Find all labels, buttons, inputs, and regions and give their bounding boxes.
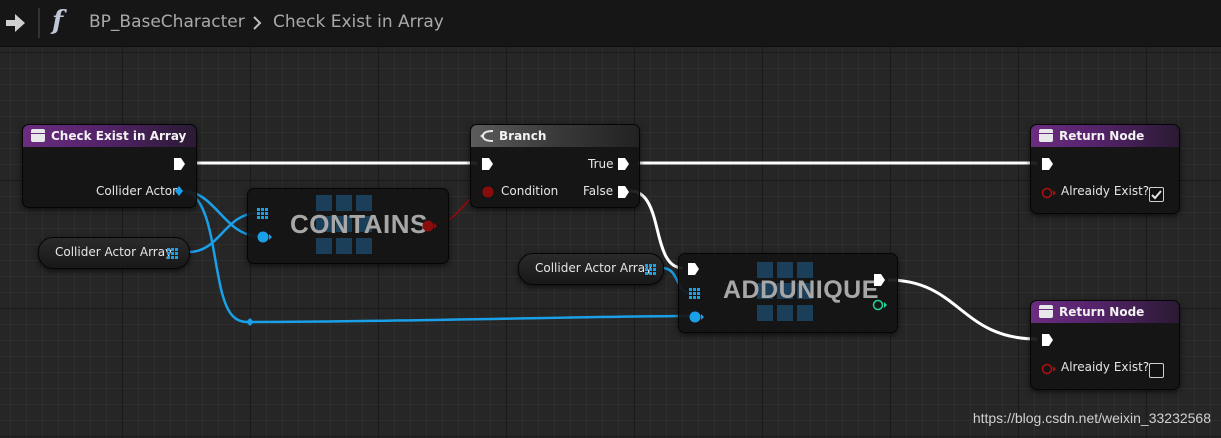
toolbar-separator [38, 8, 40, 38]
contains-node[interactable]: CONTAINS [247, 188, 449, 264]
return-node-false[interactable]: Return Node Alreaidy Exist? [1030, 300, 1180, 390]
addunique-label: ADDUNIQUE [723, 276, 879, 304]
already-exist-label-2: Alreaidy Exist? [1061, 360, 1150, 374]
function-entry-header: Check Exist in Array [23, 125, 196, 147]
graph-canvas[interactable] [0, 47, 1221, 438]
breadcrumb-bar: f BP_BaseCharacter Check Exist in Array [0, 0, 1221, 47]
true-exec-pin-icon[interactable] [617, 157, 630, 171]
return-node-title-2: Return Node [1059, 305, 1145, 319]
addunique-exec-output-pin-icon[interactable] [873, 273, 886, 287]
return-node-header-2: Return Node [1031, 301, 1179, 323]
return-exec-input-pin-icon-2[interactable] [1041, 333, 1054, 347]
branch-title: Branch [499, 129, 547, 143]
variable-label: Collider Actor Array [55, 245, 173, 259]
breadcrumb-function[interactable]: Check Exist in Array [273, 12, 444, 32]
branch-header: Branch [471, 125, 639, 147]
array-function-icon-2 [757, 262, 817, 322]
chevron-right-icon [253, 16, 262, 30]
array-function-icon [316, 195, 376, 255]
variable-label-2: Collider Actor Array [535, 261, 653, 275]
function-entry-title: Check Exist in Array [51, 129, 187, 143]
int-output-pin-icon[interactable] [872, 299, 888, 311]
function-entry-node[interactable]: Check Exist in Array Collider Actor [22, 124, 197, 208]
exec-output-pin-icon[interactable] [173, 157, 186, 171]
false-exec-pin-icon[interactable] [617, 185, 630, 199]
bool-output-pin-icon[interactable] [422, 220, 438, 232]
return-node-icon [1039, 129, 1053, 142]
collider-actor-pin-label: Collider Actor [96, 184, 178, 198]
false-label: False [583, 184, 614, 198]
object-pin-icon[interactable] [174, 185, 184, 197]
item-input-pin-icon[interactable] [257, 231, 273, 243]
array-pin-icon-2[interactable] [645, 264, 656, 275]
condition-pin-icon[interactable] [482, 186, 494, 198]
true-label: True [588, 157, 614, 171]
breadcrumb-blueprint[interactable]: BP_BaseCharacter [89, 12, 245, 32]
exec-input-pin-icon[interactable] [481, 157, 494, 171]
branch-node[interactable]: Branch Condition True False [470, 124, 640, 208]
addunique-exec-input-pin-icon[interactable] [687, 262, 700, 276]
bool-input-pin-icon[interactable] [1041, 187, 1057, 199]
collider-actor-array-variable-node-2[interactable]: Collider Actor Array [518, 253, 664, 285]
collider-actor-array-variable-node[interactable]: Collider Actor Array [38, 237, 190, 269]
return-node-icon-2 [1039, 305, 1053, 318]
return-node-title: Return Node [1059, 129, 1145, 143]
return-node-header: Return Node [1031, 125, 1179, 147]
addunique-item-pin-icon[interactable] [689, 311, 705, 323]
return-exec-input-pin-icon[interactable] [1041, 157, 1054, 171]
array-input-pin-icon[interactable] [257, 208, 268, 219]
return-node-true[interactable]: Return Node Alreaidy Exist? [1030, 124, 1180, 214]
watermark-text: https://blog.csdn.net/weixin_33232568 [972, 410, 1211, 426]
already-exist-label: Alreaidy Exist? [1061, 184, 1150, 198]
contains-label: CONTAINS [290, 209, 428, 239]
bool-input-pin-icon-2[interactable] [1041, 363, 1057, 375]
navigate-arrow-icon[interactable] [6, 12, 26, 34]
condition-label: Condition [501, 184, 559, 198]
addunique-node[interactable]: ADDUNIQUE [678, 253, 898, 333]
branch-icon [480, 130, 494, 142]
checkmark-icon [1151, 190, 1162, 200]
function-node-icon [31, 129, 45, 142]
array-pin-icon[interactable] [167, 248, 178, 259]
already-exist-checkbox[interactable] [1149, 187, 1164, 202]
addunique-array-pin-icon[interactable] [689, 288, 700, 299]
already-exist-checkbox-2[interactable] [1149, 363, 1164, 378]
function-icon: f [52, 6, 64, 36]
